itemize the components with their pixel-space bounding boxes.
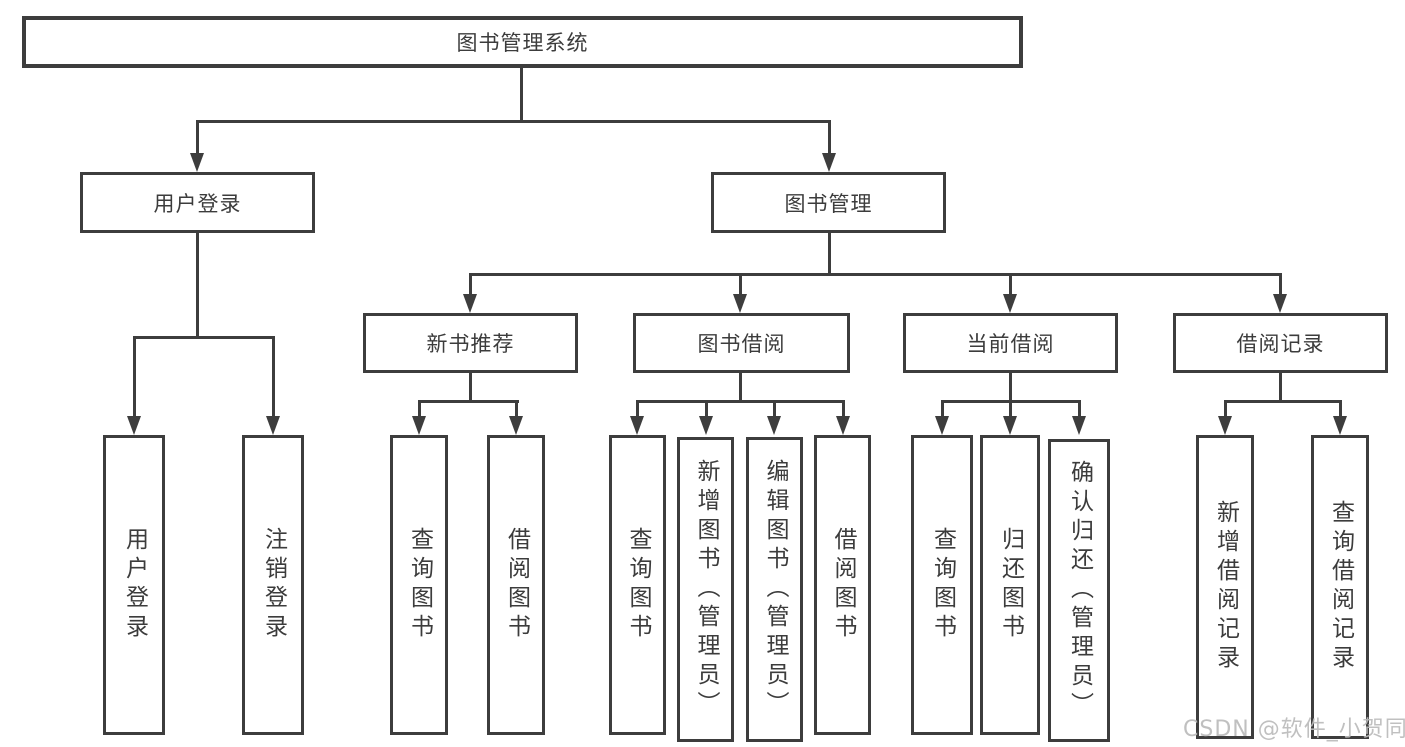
node-book-borrow: 图书借阅 [633, 313, 850, 373]
connector-line [739, 273, 742, 295]
arrowhead-down-icon [1003, 416, 1017, 435]
arrowhead-down-icon [1218, 416, 1232, 435]
arrowhead-down-icon [699, 416, 713, 435]
arrowhead-down-icon [935, 416, 949, 435]
node-label: 图书管理系统 [456, 31, 589, 55]
arrowhead-down-icon [767, 416, 781, 435]
leaf-confirm-return-admin: 确认归还（管理员） [1048, 439, 1110, 742]
connector-line [272, 336, 275, 416]
leaf-add-books-admin: 新增图书（管理员） [677, 437, 734, 742]
arrowhead-down-icon [630, 416, 644, 435]
connector-line [842, 400, 845, 417]
node-label: 新增借阅记录 [1212, 500, 1239, 674]
connector-line [1279, 373, 1282, 400]
arrowhead-down-icon [127, 416, 141, 435]
connector-line [1224, 400, 1342, 403]
connector-line [418, 400, 519, 403]
node-new-book-recommend: 新书推荐 [363, 313, 578, 373]
node-library-management-system: 图书管理系统 [22, 16, 1023, 68]
arrowhead-down-icon [836, 416, 850, 435]
leaf-add-borrow-record: 新增借阅记录 [1196, 435, 1254, 739]
connector-line [1009, 400, 1012, 417]
connector-line [1279, 273, 1282, 295]
csdn-watermark: CSDN @软件_小贺同学 [1183, 717, 1405, 742]
connector-line [469, 373, 472, 400]
leaf-query-books-borrow: 查询图书 [609, 435, 666, 735]
arrowhead-down-icon [733, 294, 747, 313]
connector-line [196, 120, 831, 123]
node-label: 借阅记录 [1236, 332, 1325, 356]
node-label: 新增图书（管理员） [693, 459, 719, 720]
leaf-user-login: 用户登录 [103, 435, 165, 735]
connector-line [133, 336, 136, 416]
connector-line [828, 120, 831, 153]
arrowhead-down-icon [1273, 294, 1287, 313]
node-label: 借阅图书 [503, 527, 530, 643]
connector-line [1224, 400, 1227, 417]
connector-line [418, 400, 421, 417]
leaf-logout: 注销登录 [242, 435, 304, 735]
connector-line [196, 233, 199, 336]
connector-line [515, 400, 518, 417]
node-label: 查询图书 [929, 527, 956, 643]
node-current-borrow: 当前借阅 [903, 313, 1118, 373]
connector-line [133, 336, 275, 339]
connector-line [739, 373, 742, 400]
arrowhead-down-icon [509, 416, 523, 435]
node-label: 借阅图书 [830, 527, 856, 643]
connector-line [1009, 273, 1012, 295]
arrowhead-down-icon [1003, 294, 1017, 313]
leaf-borrow-books-recommend: 借阅图书 [487, 435, 545, 735]
connector-line [469, 273, 472, 295]
connector-line [196, 120, 199, 153]
connector-line [1078, 400, 1081, 417]
arrowhead-down-icon [412, 416, 426, 435]
arrowhead-down-icon [463, 294, 477, 313]
connector-line [636, 400, 639, 417]
arrowhead-down-icon [822, 153, 836, 172]
node-label: 图书管理 [784, 191, 873, 216]
node-label: 新书推荐 [426, 332, 515, 356]
node-label: 查询图书 [406, 527, 433, 643]
connector-line [520, 68, 523, 120]
node-label: 注销登录 [260, 527, 287, 643]
connector-line [469, 273, 1282, 276]
node-label: 用户登录 [121, 527, 148, 643]
node-user-login: 用户登录 [80, 172, 315, 233]
node-label: 当前借阅 [966, 332, 1055, 356]
node-label: 归还图书 [997, 527, 1024, 643]
connector-line [941, 400, 944, 417]
arrowhead-down-icon [1072, 416, 1086, 435]
connector-line [636, 400, 845, 403]
node-label: 查询图书 [625, 527, 651, 643]
arrowhead-down-icon [266, 416, 280, 435]
node-borrow-records: 借阅记录 [1173, 313, 1388, 373]
node-label: 查询借阅记录 [1327, 500, 1354, 674]
connector-line [828, 233, 831, 273]
node-label: 图书借阅 [697, 332, 786, 356]
node-label: 用户登录 [153, 191, 242, 216]
leaf-query-borrow-record: 查询借阅记录 [1311, 435, 1369, 739]
leaf-borrow-books: 借阅图书 [814, 435, 871, 735]
node-book-management: 图书管理 [711, 172, 946, 233]
arrowhead-down-icon [1333, 416, 1347, 435]
leaf-query-books-current: 查询图书 [911, 435, 973, 735]
connector-line [1009, 373, 1012, 400]
connector-line [705, 400, 708, 417]
leaf-return-books: 归还图书 [980, 435, 1040, 735]
leaf-edit-books-admin: 编辑图书（管理员） [746, 437, 803, 742]
node-label: 编辑图书（管理员） [762, 459, 788, 720]
connector-line [1339, 400, 1342, 417]
node-label: 确认归还（管理员） [1066, 460, 1093, 721]
connector-line [773, 400, 776, 417]
leaf-query-books-recommend: 查询图书 [390, 435, 448, 735]
arrowhead-down-icon [190, 153, 204, 172]
